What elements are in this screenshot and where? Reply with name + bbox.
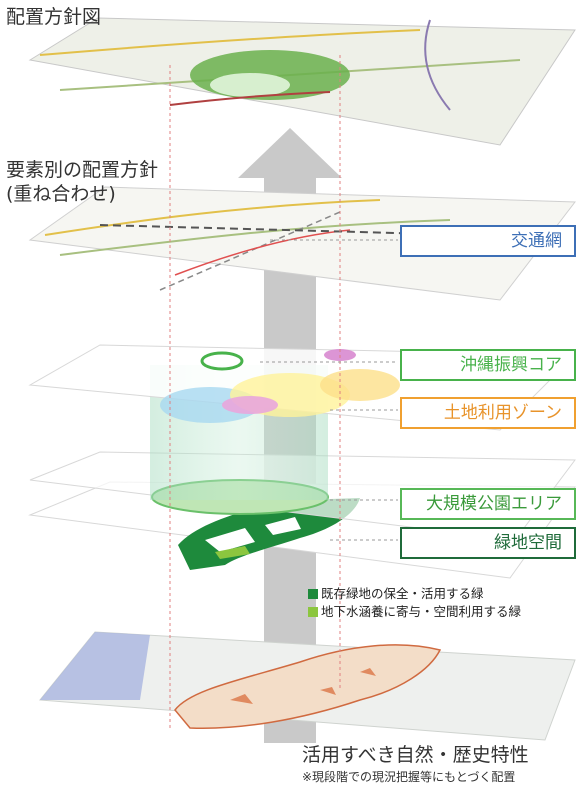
label-okinawa-core: 沖縄振興コア (400, 349, 576, 381)
overlay-title-line2: (重ね合わせ) (6, 183, 116, 205)
label-green-space: 緑地空間 (400, 527, 576, 559)
label-traffic: 交通網 (400, 225, 576, 257)
footnote: ※現段階での現況把握等にもとづく配置 (302, 770, 516, 784)
plan-map-title: 配置方針図 (6, 6, 102, 28)
label-land-use: 土地利用ゾーン (400, 397, 576, 429)
core-ellipse (200, 351, 244, 371)
legend-text-1: 既存緑地の保全・活用する緑 (321, 586, 484, 601)
legend-item-existing-green: 既存緑地の保全・活用する緑 (308, 583, 484, 602)
legend-swatch-dark-green (308, 589, 318, 599)
legend-item-groundwater-green: 地下水涵養に寄与・空間利用する緑 (308, 601, 521, 620)
layer-composite-map (28, 17, 576, 146)
overlay-title: 要素別の配置方針 (重ね合わせ) (6, 158, 158, 206)
guide-lines (169, 55, 398, 730)
legend-text-2: 地下水涵養に寄与・空間利用する緑 (321, 604, 522, 619)
label-large-park: 大規模公園エリア (400, 488, 576, 520)
nature-history-title: 活用すべき自然・歴史特性 (302, 744, 529, 766)
overlay-title-line1: 要素別の配置方針 (6, 159, 159, 181)
layer-traffic (28, 186, 576, 301)
legend-swatch-light-green (308, 607, 318, 617)
layer-nature-history (39, 631, 576, 741)
